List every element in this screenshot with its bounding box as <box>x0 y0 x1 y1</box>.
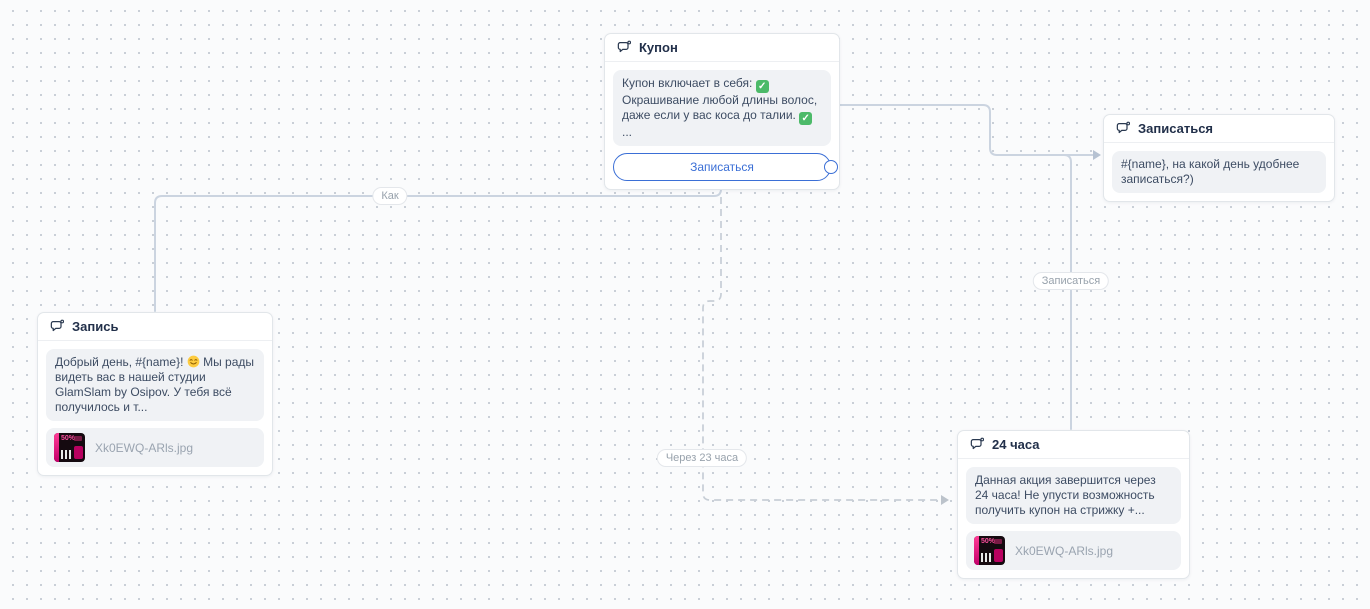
chat-bubble-icon <box>616 40 631 55</box>
edge-label-cherez-23-chasa: Через 23 часа <box>656 449 748 467</box>
edge-label-kak: Как <box>372 187 408 205</box>
attachment-thumbnail: 50% <box>54 433 85 462</box>
message-bubble[interactable]: Добрый день, #{name}! Мы рады видеть вас… <box>46 349 264 421</box>
node-header[interactable]: Записаться <box>1104 115 1334 143</box>
thumbnail-barcode <box>61 450 72 459</box>
thumbnail-pink-strip <box>974 536 979 565</box>
thumbnail-pink-blob-small <box>74 436 82 441</box>
node-header[interactable]: Купон <box>605 34 839 62</box>
message-bubble[interactable]: Данная акция завершится через 24 часа! Н… <box>966 467 1181 524</box>
node-header[interactable]: 24 часа <box>958 431 1189 459</box>
flow-node-zapisatsya[interactable]: Записаться #{name}, на какой день удобне… <box>1103 114 1335 202</box>
chat-bubble-icon <box>1115 121 1130 136</box>
chat-bubble-icon <box>969 437 984 452</box>
attachment[interactable]: 50% Xk0EWQ-ARls.jpg <box>966 531 1181 570</box>
wink-emoji <box>187 355 200 368</box>
flow-node-kupon[interactable]: Купон Купон включает в себя: ✓ Окрашиван… <box>604 33 840 190</box>
flow-node-zapis[interactable]: Запись Добрый день, #{name}! Мы рады вид… <box>37 312 273 476</box>
button-output-connector[interactable] <box>824 160 838 174</box>
thumbnail-pink-blob <box>74 446 83 459</box>
attachment-filename: Xk0EWQ-ARls.jpg <box>95 440 194 455</box>
node-title: Запись <box>72 319 119 334</box>
flow-node-24chasa[interactable]: 24 часа Данная акция завершится через 24… <box>957 430 1190 579</box>
check-emoji: ✓ <box>755 80 769 93</box>
thumbnail-barcode <box>981 553 992 562</box>
message-bubble[interactable]: #{name}, на какой день удобнее записатьс… <box>1112 151 1326 193</box>
thumbnail-discount-text: 50% <box>981 538 996 545</box>
message-bubble[interactable]: Купон включает в себя: ✓ Окрашивание люб… <box>613 70 831 146</box>
connection-branch-to-24chasa[interactable] <box>1056 154 1072 430</box>
zapisatsya-button[interactable]: Записаться <box>613 153 831 181</box>
node-header[interactable]: Запись <box>38 313 272 341</box>
node-title: Записаться <box>1138 121 1214 136</box>
connection-zapis-to-kupon[interactable] <box>154 184 722 312</box>
thumbnail-discount-text: 50% <box>61 435 76 442</box>
attachment[interactable]: 50% Xk0EWQ-ARls.jpg <box>46 428 264 467</box>
connection-timeout-to-24chasa[interactable] <box>702 197 941 501</box>
node-title: Купон <box>639 40 678 55</box>
chat-bubble-icon <box>49 319 64 334</box>
thumbnail-pink-strip <box>54 433 59 462</box>
connection-kupon-to-zapisatsya[interactable] <box>839 104 1095 156</box>
check-emoji: ✓ <box>799 112 813 125</box>
node-title: 24 часа <box>992 437 1040 452</box>
thumbnail-pink-blob <box>994 549 1003 562</box>
arrowhead-right-dashed <box>941 495 949 505</box>
arrowhead-right <box>1093 150 1101 160</box>
attachment-thumbnail: 50% <box>974 536 1005 565</box>
thumbnail-pink-blob-small <box>994 539 1002 544</box>
attachment-filename: Xk0EWQ-ARls.jpg <box>1015 543 1114 558</box>
edge-label-zapisatsya: Записаться <box>1032 272 1110 290</box>
